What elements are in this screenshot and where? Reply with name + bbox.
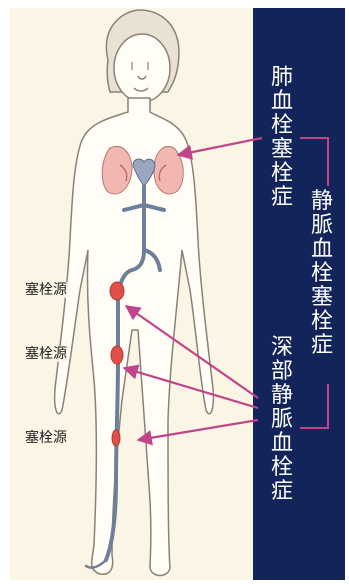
arrow-to-lungs	[178, 138, 262, 155]
label-venous-thromboembolism: 静脈血栓塞栓症	[309, 190, 335, 358]
label-embolic-source-lower: 塞栓源	[24, 430, 68, 446]
label-embolic-source-middle: 塞栓源	[24, 346, 68, 362]
thrombus-middle	[111, 346, 123, 364]
thrombus-upper	[110, 282, 124, 300]
bracket-lower	[300, 384, 328, 428]
human-body-outline	[55, 10, 214, 576]
thrombus-lower	[112, 430, 120, 446]
label-deep-vein-thrombosis: 深部静脈血栓症	[269, 336, 295, 504]
bracket-upper	[300, 138, 328, 186]
label-embolic-source-upper: 塞栓源	[24, 282, 68, 298]
label-pulmonary-embolism: 肺血栓塞栓症	[269, 66, 295, 210]
